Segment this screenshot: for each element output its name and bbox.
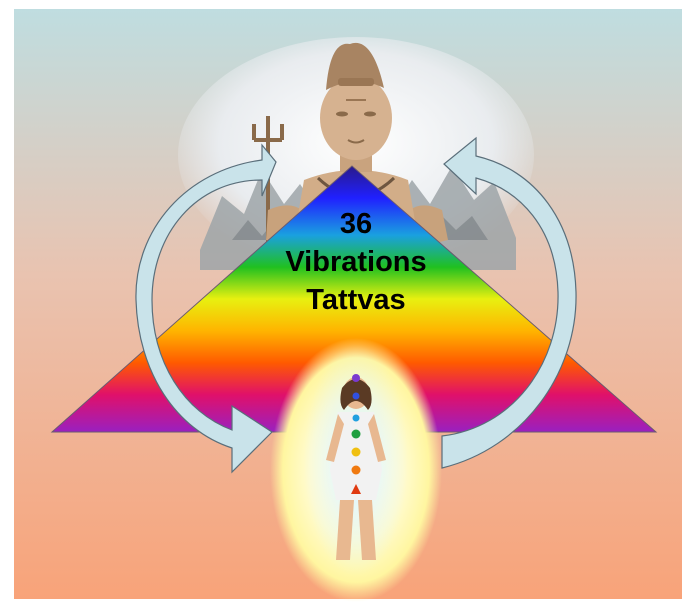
statue-head — [320, 76, 392, 160]
left-eye — [336, 112, 348, 117]
pyramid-label-tattvas: Tattvas — [246, 283, 466, 317]
pyramid-number: 36 — [246, 207, 466, 241]
solar-plexus-chakra — [352, 448, 361, 457]
hair-band — [338, 78, 374, 86]
pyramid-label-vibrations: Vibrations — [246, 245, 466, 279]
third-eye-chakra — [353, 393, 360, 400]
heart-chakra — [352, 430, 361, 439]
sacral-chakra — [352, 466, 361, 475]
right-eye — [364, 112, 376, 117]
throat-chakra — [353, 415, 360, 422]
crown-chakra — [352, 374, 360, 382]
human-aura-figure-icon — [270, 338, 442, 602]
